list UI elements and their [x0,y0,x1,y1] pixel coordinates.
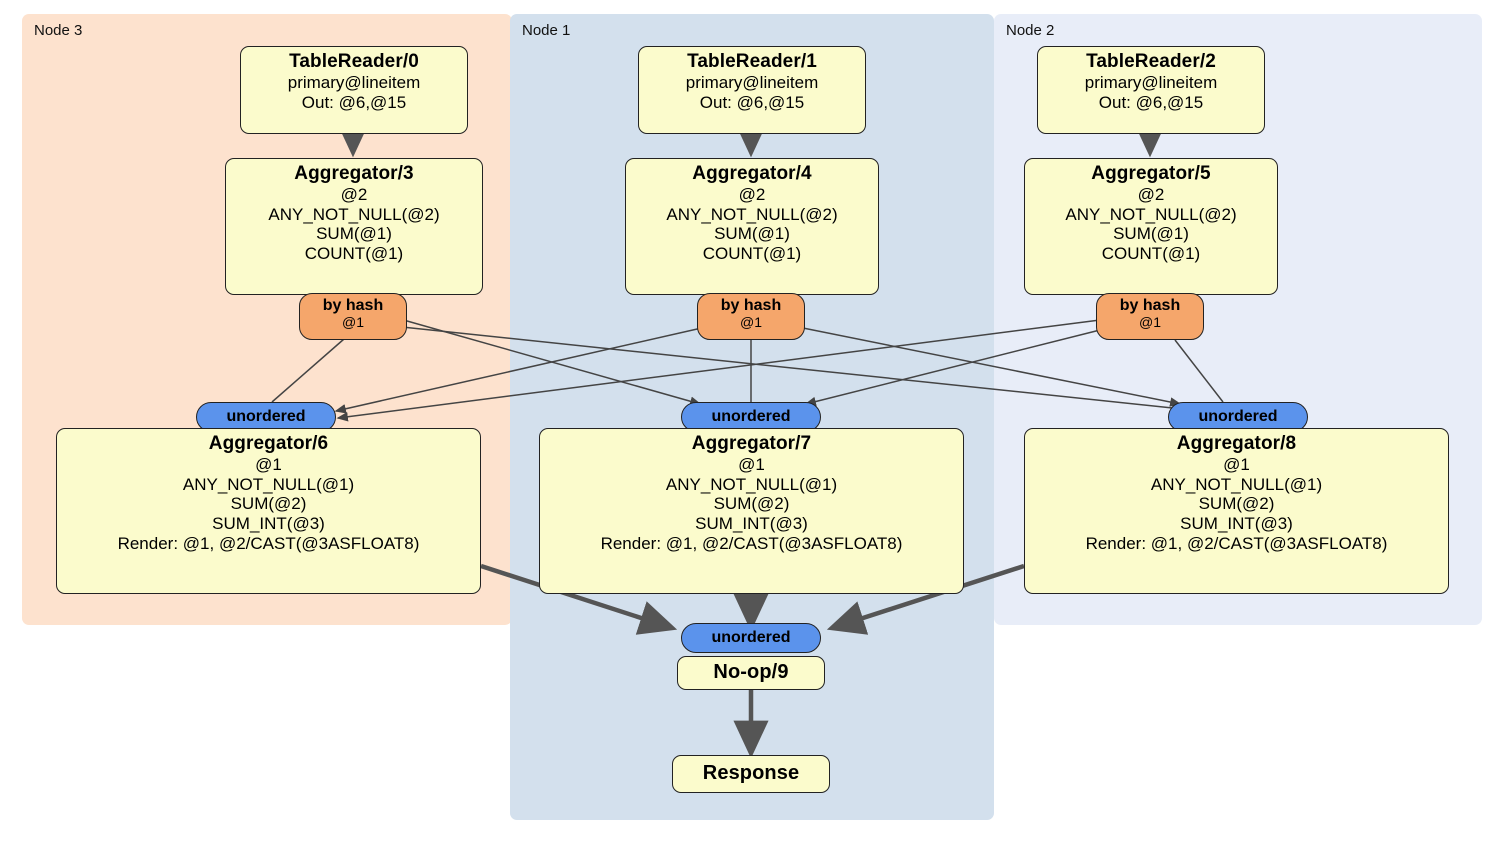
hash-router-5[interactable]: by hash @1 [1096,293,1204,340]
processor-title: No-op/9 [713,661,789,684]
processor-line: SUM_INT(@3) [212,514,325,534]
processor-response[interactable]: Response [672,755,830,793]
processor-aggregator-8[interactable]: Aggregator/8 @1 ANY_NOT_NULL(@1) SUM(@2)… [1024,428,1449,594]
hash-router-4[interactable]: by hash @1 [697,293,805,340]
processor-line: primary@lineitem [287,73,421,93]
hash-router-label: by hash [1119,297,1181,314]
processor-line: Render: @1, @2/CAST(@3ASFLOAT8) [1085,533,1388,553]
processor-title: Aggregator/5 [1091,163,1211,184]
processor-line: SUM(@2) [230,494,307,514]
processor-title: Response [702,762,800,785]
processor-title: TableReader/1 [687,51,817,72]
processor-aggregator-7[interactable]: Aggregator/7 @1 ANY_NOT_NULL(@1) SUM(@2)… [539,428,964,594]
synchronizer-label: unordered [226,408,306,426]
hash-router-column: @1 [342,313,364,330]
processor-title: Aggregator/3 [294,163,414,184]
processor-tablereader-1[interactable]: TableReader/1 primary@lineitem Out: @6,@… [638,46,866,134]
processor-line: ANY_NOT_NULL(@1) [1150,474,1323,494]
processor-line: primary@lineitem [1084,73,1218,93]
processor-aggregator-4[interactable]: Aggregator/4 @2 ANY_NOT_NULL(@2) SUM(@1)… [625,158,879,295]
processor-title: Aggregator/7 [691,433,812,454]
processor-line: @2 [340,185,368,205]
hash-router-column: @1 [1139,313,1161,330]
panel-label-node-2: Node 2 [1006,22,1055,39]
processor-line: COUNT(@1) [304,244,404,264]
synchronizer-label: unordered [711,408,791,426]
processor-aggregator-5[interactable]: Aggregator/5 @2 ANY_NOT_NULL(@2) SUM(@1)… [1024,158,1278,295]
processor-line: @1 [255,455,282,475]
processor-line: Out: @6,@15 [699,92,805,112]
processor-line: Out: @6,@15 [1098,92,1204,112]
processor-line: @1 [738,455,765,475]
processor-line: ANY_NOT_NULL(@1) [182,474,355,494]
processor-line: Render: @1, @2/CAST(@3ASFLOAT8) [117,533,420,553]
processor-line: SUM(@1) [714,224,790,244]
processor-line: ANY_NOT_NULL(@1) [665,474,838,494]
processor-line: ANY_NOT_NULL(@2) [666,204,838,224]
hash-router-label: by hash [322,297,384,314]
panel-label-node-3: Node 3 [34,22,83,39]
hash-router-column: @1 [740,313,762,330]
synchronizer-label: unordered [1198,408,1278,426]
processor-aggregator-3[interactable]: Aggregator/3 @2 ANY_NOT_NULL(@2) SUM(@1)… [225,158,483,295]
processor-title: TableReader/0 [289,51,419,72]
processor-tablereader-0[interactable]: TableReader/0 primary@lineitem Out: @6,@… [240,46,468,134]
processor-aggregator-6[interactable]: Aggregator/6 @1 ANY_NOT_NULL(@1) SUM(@2)… [56,428,481,594]
processor-line: COUNT(@1) [1101,244,1201,264]
processor-line: Render: @1, @2/CAST(@3ASFLOAT8) [600,533,903,553]
processor-line: @1 [1223,455,1250,475]
processor-title: Aggregator/6 [208,433,329,454]
processor-line: SUM_INT(@3) [1180,514,1293,534]
synchronizer-unordered-final[interactable]: unordered [681,623,821,653]
processor-line: primary@lineitem [685,73,819,93]
processor-line: SUM_INT(@3) [695,514,808,534]
processor-line: COUNT(@1) [702,244,802,264]
processor-line: ANY_NOT_NULL(@2) [1065,204,1237,224]
processor-line: SUM(@1) [1113,224,1189,244]
processor-line: @2 [738,185,766,205]
hash-router-3[interactable]: by hash @1 [299,293,407,340]
hash-router-label: by hash [720,297,782,314]
processor-line: SUM(@2) [1198,494,1275,514]
processor-title: Aggregator/4 [692,163,812,184]
processor-line: ANY_NOT_NULL(@2) [268,204,440,224]
processor-line: Out: @6,@15 [301,92,407,112]
processor-tablereader-2[interactable]: TableReader/2 primary@lineitem Out: @6,@… [1037,46,1265,134]
synchronizer-label: unordered [711,629,791,647]
processor-line: SUM(@2) [713,494,790,514]
synchronizer-unordered-mid[interactable]: unordered [681,402,821,432]
processor-title: Aggregator/8 [1176,433,1297,454]
panel-label-node-1: Node 1 [522,22,571,39]
processor-title: TableReader/2 [1086,51,1216,72]
processor-noop-9[interactable]: No-op/9 [677,656,825,690]
processor-line: @2 [1137,185,1165,205]
processor-line: SUM(@1) [316,224,392,244]
